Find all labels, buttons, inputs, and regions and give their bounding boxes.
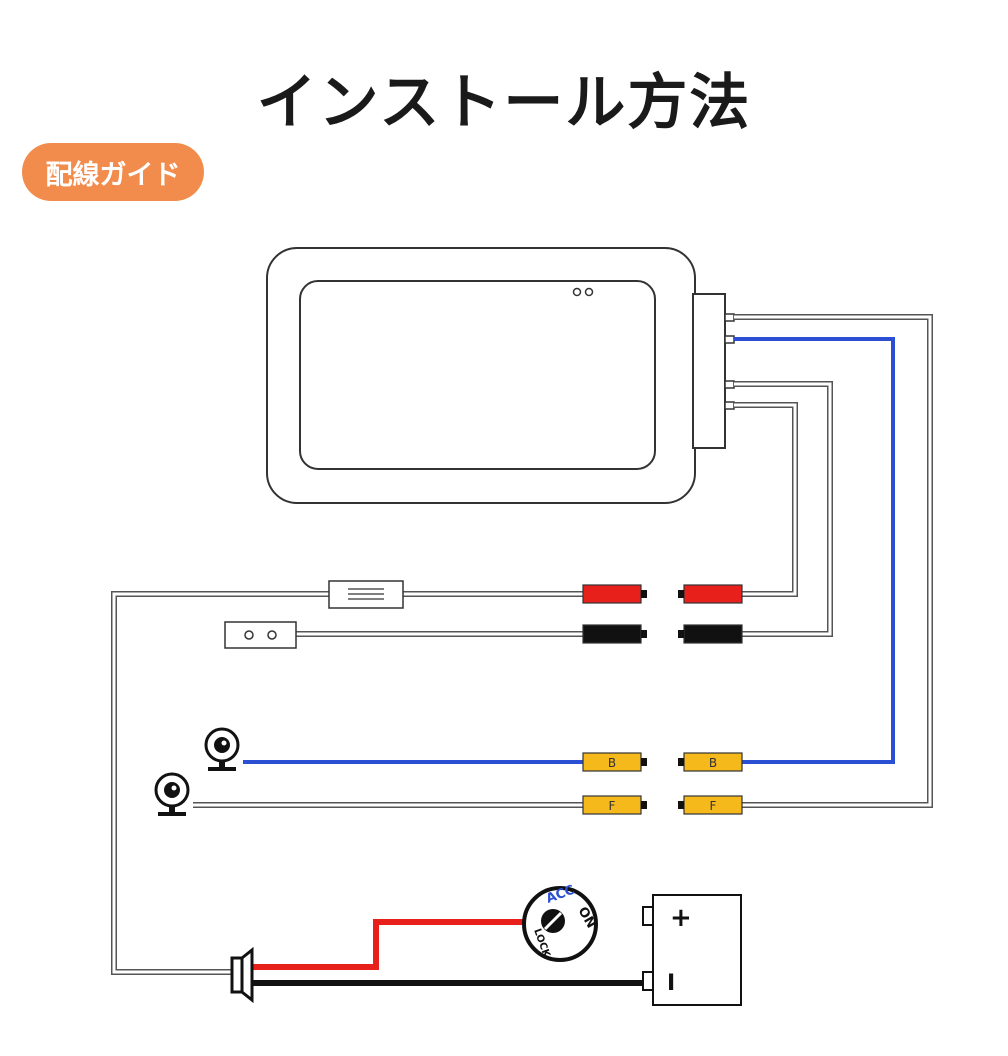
sensor-icon bbox=[584, 287, 594, 297]
rear-plug-left-label: B bbox=[608, 756, 616, 770]
rear-plug-left: B bbox=[582, 752, 647, 772]
camera-lens-icon bbox=[572, 287, 582, 297]
red-plug-right bbox=[678, 584, 743, 604]
power-wire bbox=[734, 402, 798, 597]
switch-box bbox=[224, 621, 297, 649]
battery-plus-label: + bbox=[670, 903, 692, 933]
connector-block bbox=[692, 293, 726, 449]
black-plug-right bbox=[678, 624, 743, 644]
rear-plug-right: B bbox=[678, 752, 743, 772]
socket-connector-icon bbox=[230, 946, 254, 1004]
front-plug-right: F bbox=[678, 795, 743, 815]
monitor-screen bbox=[299, 280, 656, 470]
battery-minus-label: I bbox=[667, 971, 675, 996]
port-3 bbox=[724, 380, 735, 389]
port-1 bbox=[724, 313, 735, 322]
front-plug-right-label: F bbox=[710, 799, 717, 813]
port-4 bbox=[724, 401, 735, 410]
ignition-switch-icon: ACC ON LOCK bbox=[522, 883, 598, 962]
page-title: インストール方法 bbox=[256, 68, 752, 138]
red-plug-left bbox=[582, 584, 647, 604]
monitor-device bbox=[266, 247, 735, 504]
front-camera-icon bbox=[154, 772, 190, 816]
rear-camera-icon bbox=[204, 727, 240, 771]
ignition-red-wire bbox=[252, 919, 525, 970]
front-camera-wire bbox=[734, 314, 933, 808]
wiring-guide-badge: 配線ガイド bbox=[22, 143, 204, 201]
ground-wire bbox=[734, 381, 833, 637]
front-plug-left: F bbox=[582, 795, 647, 815]
black-plug-left bbox=[582, 624, 647, 644]
fuse-holder bbox=[328, 580, 404, 609]
rear-plug-right-label: B bbox=[709, 756, 717, 770]
rear-camera-blue-wire bbox=[734, 337, 895, 764]
fuse-wire bbox=[111, 591, 583, 975]
battery-icon: + I bbox=[642, 894, 742, 1006]
front-plug-left-label: F bbox=[609, 799, 616, 813]
port-2 bbox=[724, 335, 735, 344]
